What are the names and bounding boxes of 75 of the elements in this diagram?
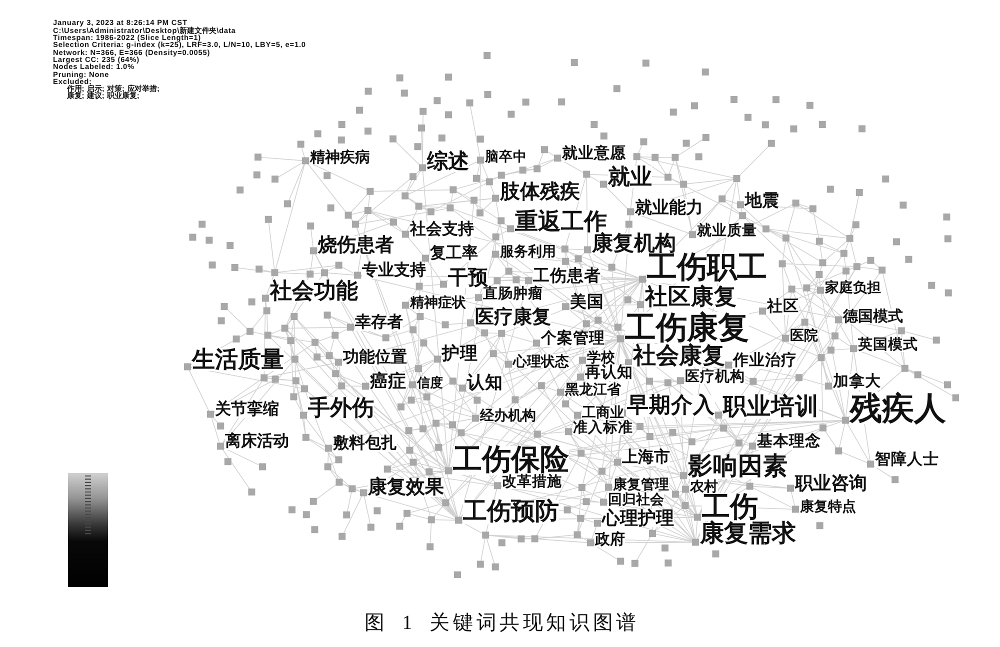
keyword-label: 就业质量	[697, 224, 757, 238]
keyword-label: 幸存者	[355, 315, 403, 331]
keyword-label: 功能位置	[343, 350, 407, 366]
keyword-label: 直肠肿瘤	[483, 286, 543, 302]
keyword-label: 美国	[570, 294, 604, 310]
keyword-label: 社会功能	[270, 280, 358, 302]
keyword-label: 重返工作	[515, 210, 607, 232]
keyword-label: 医疗机构	[685, 370, 745, 384]
keyword-label: 就业能力	[635, 198, 703, 216]
keyword-label: 护理	[442, 345, 478, 363]
keyword-label: 康复需求	[700, 522, 796, 546]
keyword-label: 敷料包扎	[333, 436, 397, 452]
keyword-label: 关节挛缩	[215, 402, 279, 418]
keyword-label: 影响因素	[688, 454, 788, 480]
keyword-label: 残疾人	[850, 392, 946, 424]
keyword-label: 改革措施	[502, 474, 562, 490]
keyword-label: 智障人士	[875, 452, 939, 468]
keyword-label: 服务利用	[500, 244, 556, 258]
keyword-label: 精神疾病	[310, 150, 370, 164]
keyword-label: 家庭负担	[825, 280, 881, 294]
keyword-label: 生活质量	[192, 348, 284, 370]
keyword-label: 离床活动	[225, 434, 289, 450]
keyword-label: 肢体残疾	[500, 182, 580, 202]
keyword-label: 社会支持	[410, 222, 474, 238]
keyword-label: 信度	[417, 376, 443, 388]
keyword-label: 工商业	[582, 405, 624, 419]
keyword-label: 工伤保险	[453, 446, 569, 474]
keyword-label: 康复效果	[368, 478, 444, 496]
keyword-label: 个案管理	[541, 331, 605, 347]
figure-caption: 图 1 关键词共现知识图谱	[364, 613, 640, 633]
keyword-label: 早期介入	[627, 395, 715, 417]
keyword-label: 农村	[690, 479, 718, 493]
keyword-label: 就业意愿	[562, 146, 626, 162]
keyword-label: 作业治疗	[733, 353, 797, 369]
keyword-label: 就业	[608, 166, 652, 188]
keyword-label: 上海市	[622, 450, 670, 466]
keyword-label: 地震	[745, 192, 779, 208]
keyword-label: 康复机构	[592, 232, 676, 254]
keyword-label: 工伤预防	[463, 500, 559, 524]
keyword-label: 烧伤患者	[318, 236, 394, 254]
keyword-label: 医疗康复	[475, 308, 551, 326]
keyword-label: 社区康复	[645, 286, 737, 308]
keyword-label: 社会康复	[633, 344, 725, 366]
keyword-label: 脑卒中	[485, 150, 527, 164]
keyword-label: 再认知	[585, 365, 633, 381]
keyword-label: 综述	[427, 150, 469, 172]
keyword-label: 职业培训	[723, 395, 819, 419]
keyword-label: 干预	[448, 268, 488, 288]
keyword-label: 黑龙江省	[565, 382, 621, 396]
keyword-label: 职业咨询	[795, 474, 867, 492]
keyword-label: 精神症状	[410, 295, 466, 309]
keyword-label: 工伤患者	[533, 268, 601, 284]
keyword-label: 癌症	[370, 372, 406, 390]
keyword-label: 专业支持	[362, 263, 426, 279]
keyword-label: 康复特点	[800, 499, 856, 513]
keyword-label: 学校	[587, 350, 615, 364]
keyword-label: 工伤康复	[625, 312, 749, 342]
keyword-label: 社区	[767, 299, 799, 315]
keyword-label: 心理护理	[602, 509, 674, 527]
keyword-label: 复工率	[430, 246, 478, 262]
keyword-label: 康复管理	[613, 477, 669, 491]
keyword-label: 基本理念	[757, 434, 821, 450]
keyword-label: 认知	[467, 374, 503, 392]
keyword-label: 医院	[790, 328, 818, 342]
keyword-label: 心理状态	[513, 354, 569, 368]
keyword-label: 政府	[595, 532, 625, 546]
keyword-label: 英国模式	[858, 338, 918, 352]
keyword-label: 回归社会	[608, 492, 664, 506]
keyword-label: 工伤	[702, 493, 758, 521]
keyword-label: 工伤职工	[647, 253, 767, 283]
keyword-label: 德国模式	[843, 308, 903, 324]
keyword-label: 经办机构	[480, 408, 536, 422]
keyword-label: 手外伤	[308, 397, 374, 419]
keyword-label: 加拿大	[833, 374, 881, 390]
keyword-label: 准入标准	[573, 420, 633, 436]
